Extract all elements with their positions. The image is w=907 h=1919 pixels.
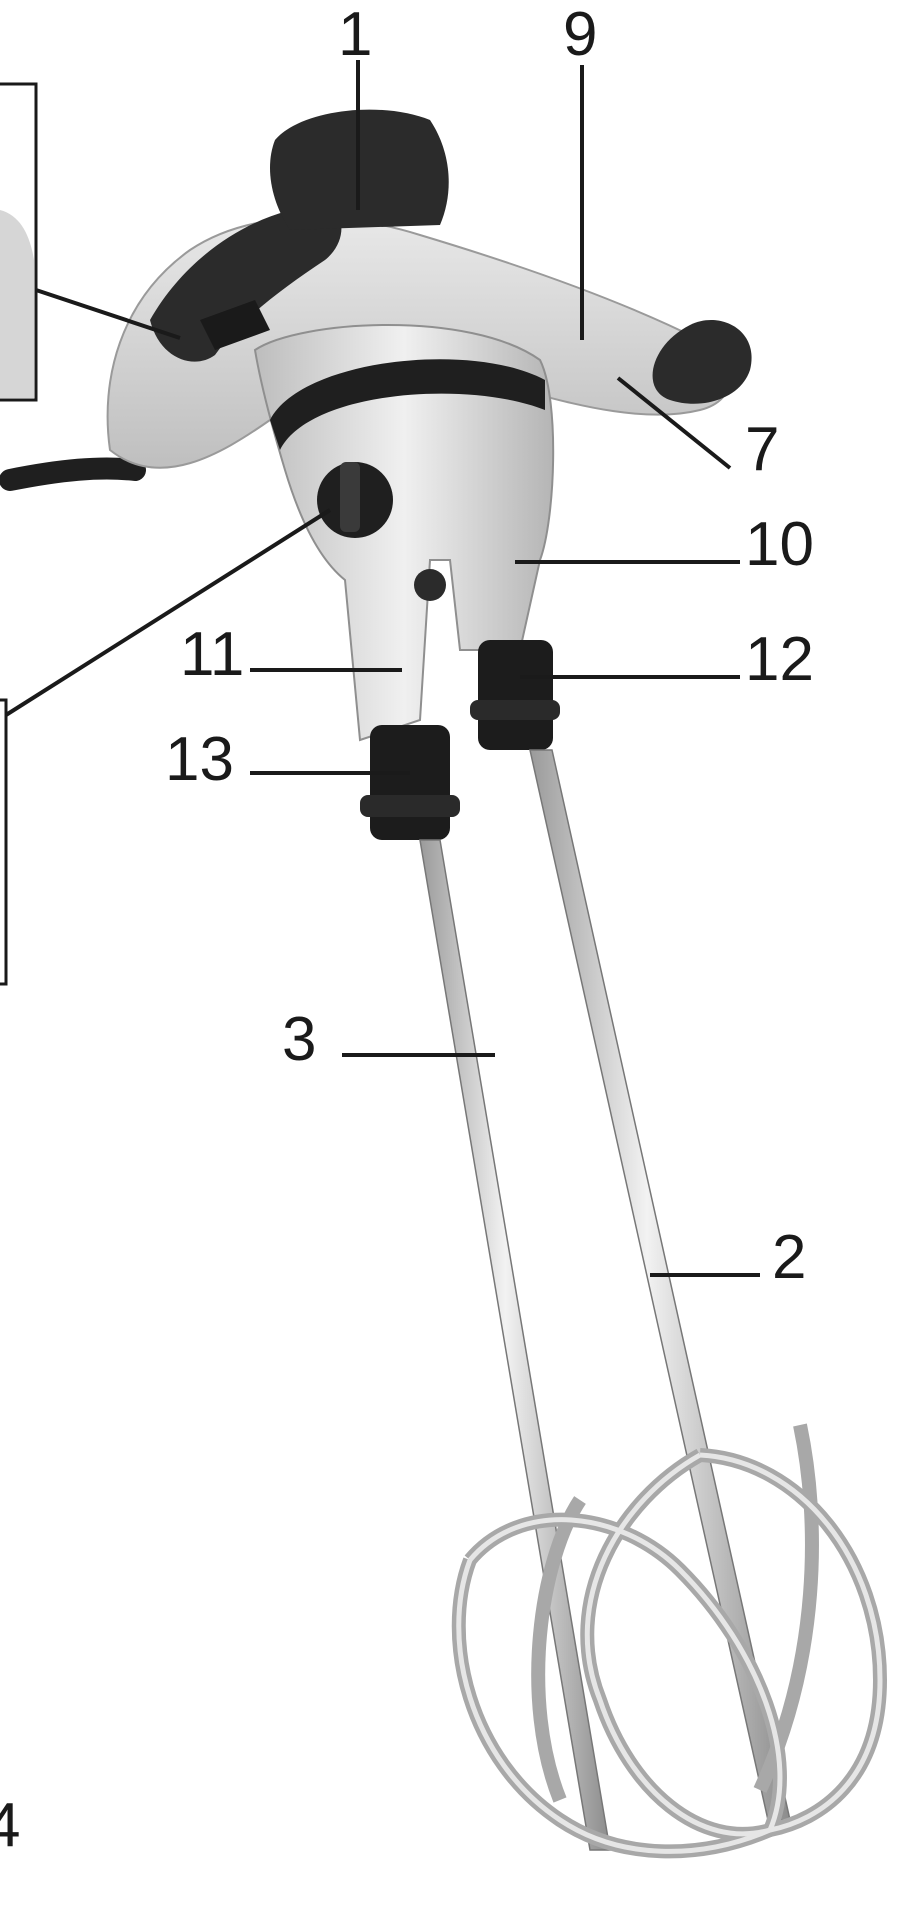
chuck-left — [360, 725, 460, 840]
leader-inset-top — [35, 288, 181, 340]
shaft-left — [419, 839, 611, 1851]
ribbed-collar — [270, 359, 545, 450]
page-number: 4 — [0, 1791, 21, 1860]
callout-labels: 1 9 7 10 11 12 13 3 2 — [165, 0, 814, 1292]
inset-image-fragment — [0, 210, 34, 398]
trigger-left — [200, 300, 270, 350]
callout-11: 11 — [180, 620, 244, 689]
callout-13: 13 — [165, 725, 234, 794]
left-grip — [150, 205, 342, 362]
chuck-right — [470, 640, 560, 750]
gear-housing — [253, 324, 555, 742]
leader-lines — [4, 60, 760, 1277]
mixing-paddles-shade — [456, 1452, 883, 1854]
callout-7: 7 — [745, 415, 779, 484]
callout-12: 12 — [745, 625, 814, 694]
callout-2: 2 — [772, 1223, 806, 1292]
callout-3: 3 — [282, 1005, 316, 1074]
leader-inset-bottom — [4, 508, 332, 717]
inset-frame-bottom — [0, 698, 8, 986]
inset-frame-top — [0, 82, 38, 402]
right-grip — [652, 320, 752, 404]
lock-button — [414, 569, 446, 601]
callout-10: 10 — [745, 510, 814, 579]
power-cord — [0, 457, 146, 491]
leader-7 — [616, 376, 732, 470]
callout-9: 9 — [563, 0, 597, 69]
callout-1: 1 — [338, 0, 372, 69]
